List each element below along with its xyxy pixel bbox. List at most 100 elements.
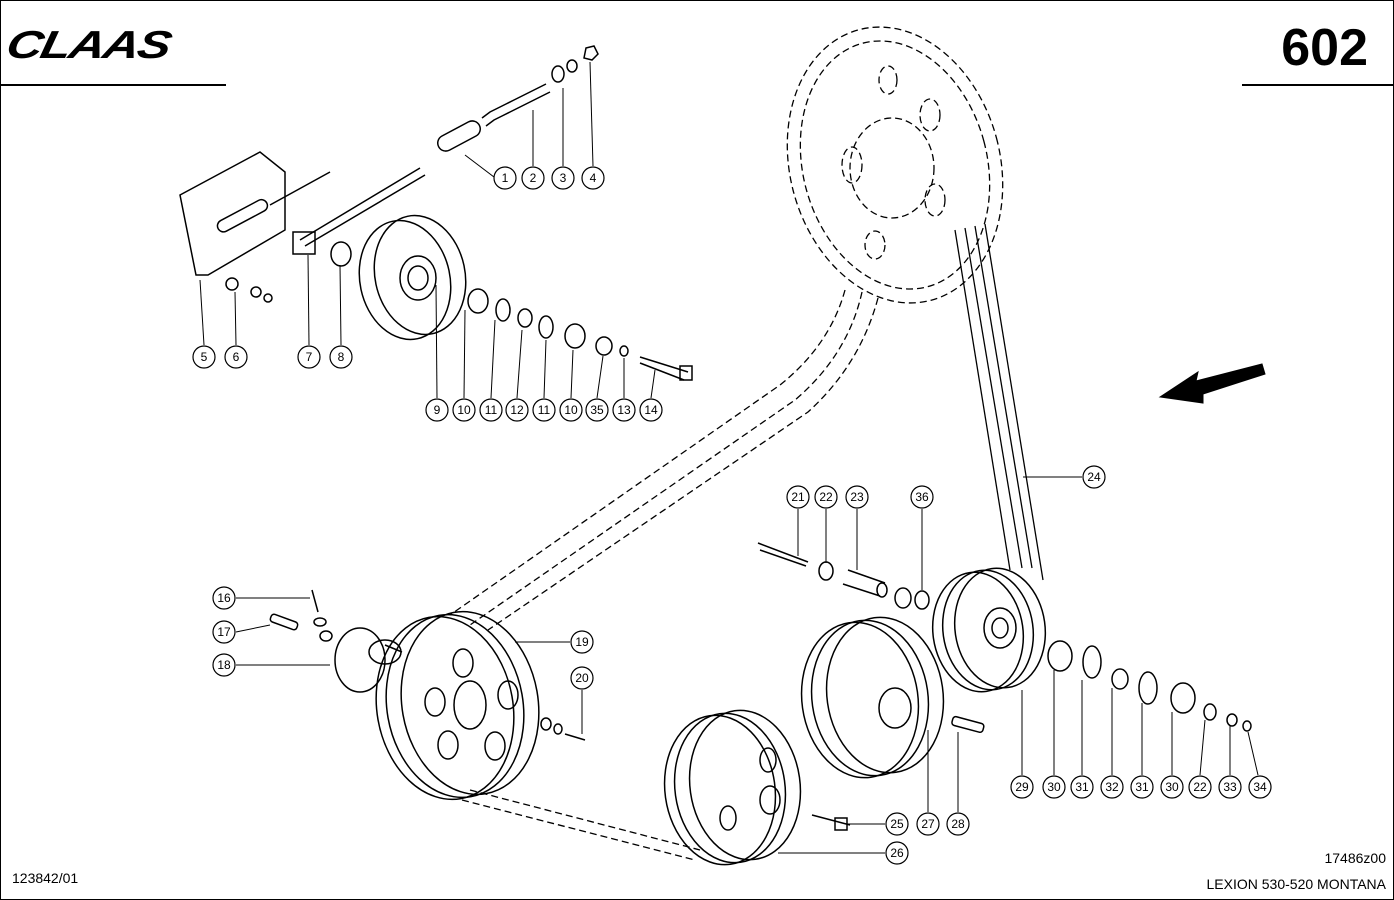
- footer-left-code: 123842/01: [12, 870, 79, 886]
- svg-text:36: 36: [915, 490, 929, 504]
- header-rule-left: [0, 84, 226, 86]
- svg-text:10: 10: [564, 403, 578, 417]
- svg-text:31: 31: [1135, 780, 1149, 794]
- svg-text:12: 12: [510, 403, 524, 417]
- svg-text:4: 4: [590, 171, 597, 185]
- header-rule-right: [1242, 84, 1394, 86]
- callout-17: 17: [212, 620, 236, 644]
- idler-pulley-9: [358, 214, 467, 341]
- callout-5: 5: [192, 345, 216, 369]
- callout-6: 6: [224, 345, 248, 369]
- svg-text:1: 1: [502, 171, 509, 185]
- svg-text:30: 30: [1047, 780, 1061, 794]
- callout-30b: 30: [1160, 775, 1184, 799]
- callout-34: 34: [1248, 775, 1272, 799]
- callout-33: 33: [1218, 775, 1242, 799]
- callout-23: 23: [845, 485, 869, 509]
- callout-25: 25: [885, 812, 909, 836]
- svg-text:26: 26: [890, 846, 904, 860]
- svg-text:31: 31: [1075, 780, 1089, 794]
- callout-19: 19: [570, 630, 594, 654]
- callout-21: 21: [786, 485, 810, 509]
- callout-12: 12: [505, 398, 529, 422]
- callout-29: 29: [1010, 775, 1034, 799]
- callout-18: 18: [212, 653, 236, 677]
- svg-text:35: 35: [590, 403, 604, 417]
- callout-36: 36: [910, 485, 934, 509]
- svg-text:11: 11: [485, 403, 498, 417]
- callout-1: 1: [493, 166, 517, 190]
- callout-28: 28: [946, 812, 970, 836]
- callout-11b: 11: [532, 398, 556, 422]
- callout-8: 8: [329, 345, 353, 369]
- svg-text:32: 32: [1105, 780, 1119, 794]
- svg-text:18: 18: [217, 658, 231, 672]
- svg-text:33: 33: [1223, 780, 1237, 794]
- callout-24: 24: [1082, 465, 1106, 489]
- pulley-29: [931, 567, 1047, 693]
- callout-31b: 31: [1130, 775, 1154, 799]
- callout-3: 3: [551, 166, 575, 190]
- belt-24: [954, 223, 1044, 581]
- callout-20: 20: [570, 666, 594, 690]
- large-dashed-pulley: [786, 26, 1004, 304]
- callout-22b: 22: [1188, 775, 1212, 799]
- pulley-26: [663, 709, 851, 866]
- callout-22: 22: [814, 485, 838, 509]
- callout-11: 11: [479, 398, 503, 422]
- leader-lines: [199, 61, 1259, 854]
- callout-2: 2: [521, 166, 545, 190]
- svg-text:8: 8: [338, 350, 345, 364]
- callout-10: 10: [452, 398, 476, 422]
- svg-text:9: 9: [434, 403, 441, 417]
- callout-16: 16: [212, 586, 236, 610]
- svg-text:22: 22: [819, 490, 833, 504]
- pulley-27: [800, 616, 985, 779]
- svg-text:16: 16: [217, 591, 231, 605]
- svg-text:17: 17: [217, 625, 231, 639]
- footer-model: LEXION 530-520 MONTANA: [1206, 876, 1386, 892]
- callout-26: 26: [885, 841, 909, 865]
- svg-text:2: 2: [530, 171, 537, 185]
- callout-labels: 1 2 3 4 5 6 7 8 9 10 11 12 11 10 35 13 1…: [192, 166, 1272, 865]
- svg-text:24: 24: [1087, 470, 1101, 484]
- svg-text:20: 20: [575, 671, 589, 685]
- svg-text:10: 10: [457, 403, 471, 417]
- callout-32: 32: [1100, 775, 1124, 799]
- page-number: 602: [1281, 19, 1368, 77]
- svg-text:30: 30: [1165, 780, 1179, 794]
- callout-9: 9: [425, 398, 449, 422]
- svg-text:7: 7: [306, 350, 313, 364]
- callout-31: 31: [1070, 775, 1094, 799]
- svg-text:19: 19: [575, 635, 589, 649]
- tension-bracket: [179, 45, 599, 303]
- svg-text:13: 13: [617, 403, 631, 417]
- svg-text:28: 28: [951, 817, 965, 831]
- pulley-19: [375, 610, 540, 801]
- svg-text:11: 11: [538, 403, 551, 417]
- svg-text:34: 34: [1253, 780, 1267, 794]
- svg-text:6: 6: [233, 350, 240, 364]
- svg-text:22: 22: [1193, 780, 1207, 794]
- callout-7: 7: [297, 345, 321, 369]
- svg-text:25: 25: [890, 817, 904, 831]
- svg-text:23: 23: [850, 490, 864, 504]
- belt-left-dashed: [449, 289, 879, 861]
- hub-assembly: [269, 589, 586, 741]
- bearing-stack-upper: [467, 288, 693, 381]
- bearing-stack-lower: [1047, 640, 1252, 732]
- svg-text:21: 21: [791, 490, 805, 504]
- callout-14: 14: [639, 398, 663, 422]
- svg-text:14: 14: [644, 403, 658, 417]
- shaft-and-spacers: [757, 542, 930, 610]
- direction-arrow-icon: [1158, 363, 1266, 404]
- svg-text:3: 3: [560, 171, 567, 185]
- callout-27: 27: [916, 812, 940, 836]
- svg-text:5: 5: [201, 350, 208, 364]
- callout-13: 13: [612, 398, 636, 422]
- callout-35: 35: [585, 398, 609, 422]
- svg-text:27: 27: [921, 817, 935, 831]
- callout-30: 30: [1042, 775, 1066, 799]
- callout-4: 4: [581, 166, 605, 190]
